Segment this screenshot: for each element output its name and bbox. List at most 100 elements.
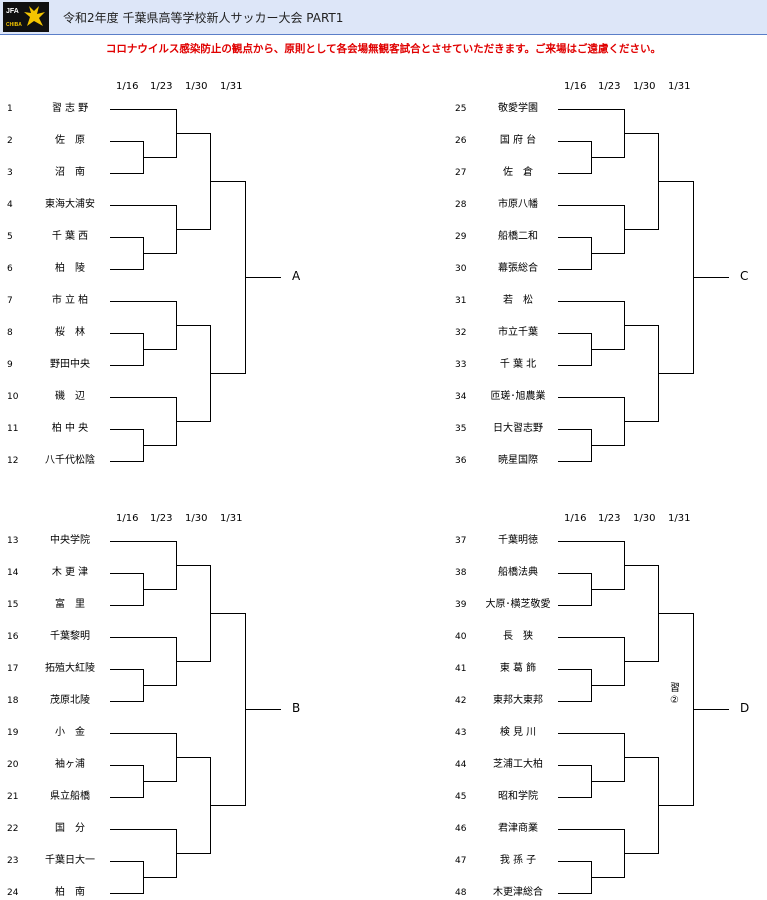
bracket-line xyxy=(176,133,211,134)
bracket-line xyxy=(558,829,625,830)
round-date-label: 1/23 xyxy=(598,81,621,92)
bracket-line xyxy=(110,333,144,334)
bracket-line xyxy=(558,109,625,110)
team-name: 沼 南 xyxy=(55,167,85,178)
team-number: 36 xyxy=(455,456,467,466)
bracket-line xyxy=(110,429,144,430)
team-name: 桜 林 xyxy=(55,327,85,338)
bracket-line xyxy=(143,589,177,590)
round-date-label: 1/31 xyxy=(220,81,243,92)
bracket-line xyxy=(245,709,281,710)
team-name: 小 金 xyxy=(55,727,85,738)
team-name: 国 分 xyxy=(55,823,85,834)
bracket-line xyxy=(210,613,246,614)
bracket-line xyxy=(558,365,592,366)
team-number: 8 xyxy=(7,328,13,338)
bracket-line xyxy=(558,893,592,894)
team-name: 幕張総合 xyxy=(498,263,538,274)
bracket-line xyxy=(143,253,177,254)
team-name: 東 葛 飾 xyxy=(499,663,537,674)
jfa-chiba-logo: JFA CHIBA xyxy=(3,2,49,32)
round-date-label: 1/23 xyxy=(150,81,173,92)
team-number: 28 xyxy=(455,200,467,210)
bracket-line xyxy=(591,349,625,350)
bracket-line xyxy=(210,373,246,374)
team-name: 磯 辺 xyxy=(55,391,85,402)
team-number: 14 xyxy=(7,568,19,578)
seed-note: 習 xyxy=(670,683,680,694)
team-number: 42 xyxy=(455,696,467,706)
bracket-line xyxy=(591,781,625,782)
bracket-line xyxy=(110,637,177,638)
team-number: 23 xyxy=(7,856,19,866)
team-number: 38 xyxy=(455,568,467,578)
bracket-line xyxy=(558,429,592,430)
team-number: 21 xyxy=(7,792,19,802)
team-name: 県立船橋 xyxy=(50,791,90,802)
bracket-line xyxy=(176,661,211,662)
team-name: 拓殖大紅陵 xyxy=(45,663,95,674)
bracket-line xyxy=(110,829,177,830)
round-date-label: 1/16 xyxy=(116,513,139,524)
team-number: 12 xyxy=(7,456,19,466)
bracket-line xyxy=(591,589,625,590)
team-number: 24 xyxy=(7,888,19,898)
bracket-line xyxy=(176,853,211,854)
bracket-line xyxy=(558,669,592,670)
team-number: 15 xyxy=(7,600,19,610)
team-name: 千 葉 北 xyxy=(499,359,537,370)
bracket-line xyxy=(110,605,144,606)
round-date-label: 1/30 xyxy=(633,81,656,92)
bracket-line xyxy=(624,757,659,758)
bracket-line xyxy=(591,157,625,158)
bracket-line xyxy=(591,877,625,878)
bracket-line xyxy=(110,269,144,270)
team-name: 佐 倉 xyxy=(503,167,533,178)
team-number: 10 xyxy=(7,392,19,402)
team-name: 袖ヶ浦 xyxy=(55,759,85,770)
team-number: 18 xyxy=(7,696,19,706)
bracket-line xyxy=(143,349,177,350)
team-number: 30 xyxy=(455,264,467,274)
bracket-line xyxy=(624,229,659,230)
bracket-line xyxy=(558,461,592,462)
bracket-line xyxy=(558,173,592,174)
team-name: 千葉日大一 xyxy=(45,855,95,866)
team-number: 44 xyxy=(455,760,467,770)
bracket-line xyxy=(110,301,177,302)
bracket-line xyxy=(110,237,144,238)
team-number: 43 xyxy=(455,728,467,738)
team-name: 市原八幡 xyxy=(498,199,538,210)
bracket-line xyxy=(110,797,144,798)
bracket-line xyxy=(110,765,144,766)
team-number: 13 xyxy=(7,536,19,546)
round-date-label: 1/31 xyxy=(668,513,691,524)
page-title: 令和2年度 千葉県高等学校新人サッカー大会 PART1 xyxy=(63,11,344,25)
team-number: 41 xyxy=(455,664,467,674)
team-name: 習 志 野 xyxy=(51,103,89,114)
page-header: JFA CHIBA 令和2年度 千葉県高等学校新人サッカー大会 PART1 xyxy=(0,0,767,35)
bracket-line xyxy=(558,605,592,606)
round-date-label: 1/16 xyxy=(116,81,139,92)
team-name: 野田中央 xyxy=(50,359,90,370)
bracket-line xyxy=(558,701,592,702)
bracket-line xyxy=(624,565,659,566)
bracket-line xyxy=(143,685,177,686)
bracket-line xyxy=(558,269,592,270)
team-name: 茂原北陵 xyxy=(50,695,90,706)
team-name: 敬愛学園 xyxy=(498,103,538,114)
bracket-line xyxy=(210,805,246,806)
bracket-line xyxy=(558,205,625,206)
team-number: 4 xyxy=(7,200,13,210)
team-number: 1 xyxy=(7,104,13,114)
bracket-line xyxy=(558,733,625,734)
team-name: 長 狭 xyxy=(503,631,533,642)
team-name: 匝瑳･旭農業 xyxy=(490,391,546,402)
block-label: D xyxy=(740,701,750,715)
round-date-label: 1/30 xyxy=(633,513,656,524)
team-name: 国 府 台 xyxy=(499,135,537,146)
team-number: 46 xyxy=(455,824,467,834)
notice-banner: コロナウイルス感染防止の観点から、原則として各会場無観客試合とさせていただきます… xyxy=(105,43,662,55)
block-label: B xyxy=(292,701,301,715)
team-name: 柏 中 央 xyxy=(51,423,89,434)
